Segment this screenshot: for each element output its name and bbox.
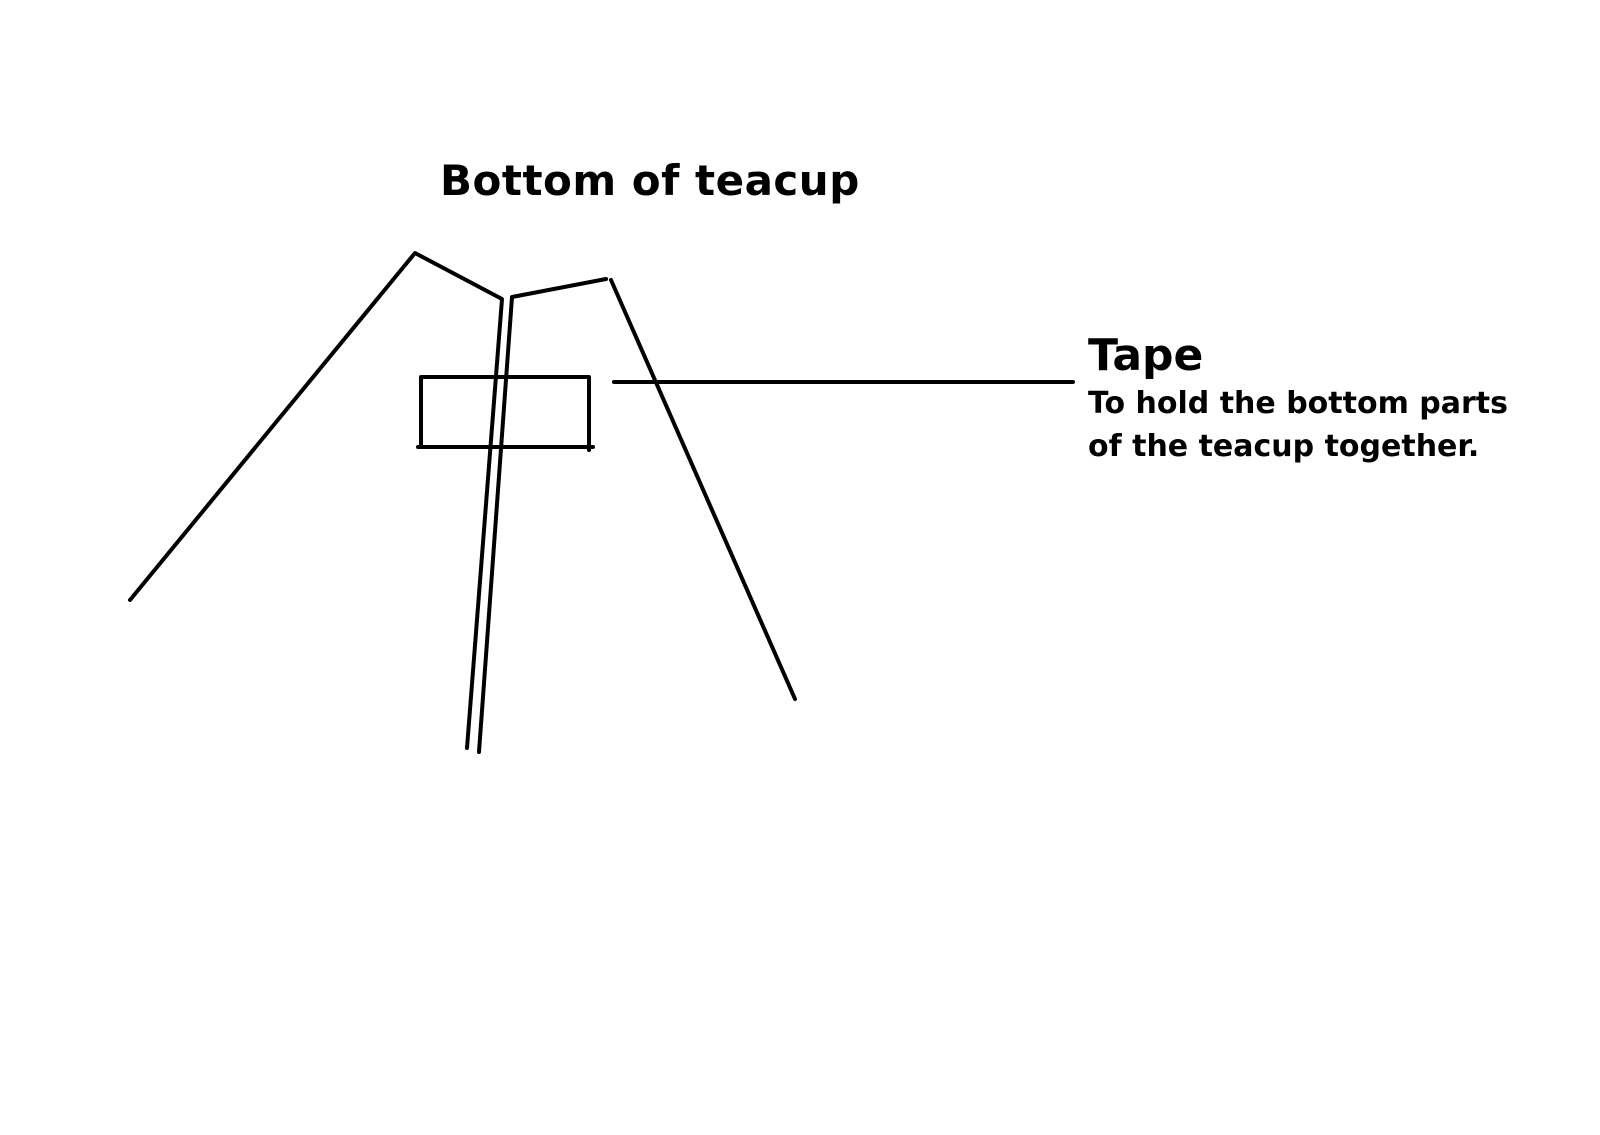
tape-strip: [419, 375, 591, 452]
teacup-right-piece: [477, 277, 608, 754]
tape-label: Tape: [1088, 330, 1204, 381]
teacup-right-side: [609, 278, 797, 701]
teacup-left-piece: [128, 251, 504, 750]
tape-callout: Tape To hold the bottom parts of the tea…: [1088, 330, 1508, 468]
tape-description: To hold the bottom parts of the teacup t…: [1088, 386, 1508, 464]
diagram-title: Bottom of teacup: [440, 156, 860, 205]
